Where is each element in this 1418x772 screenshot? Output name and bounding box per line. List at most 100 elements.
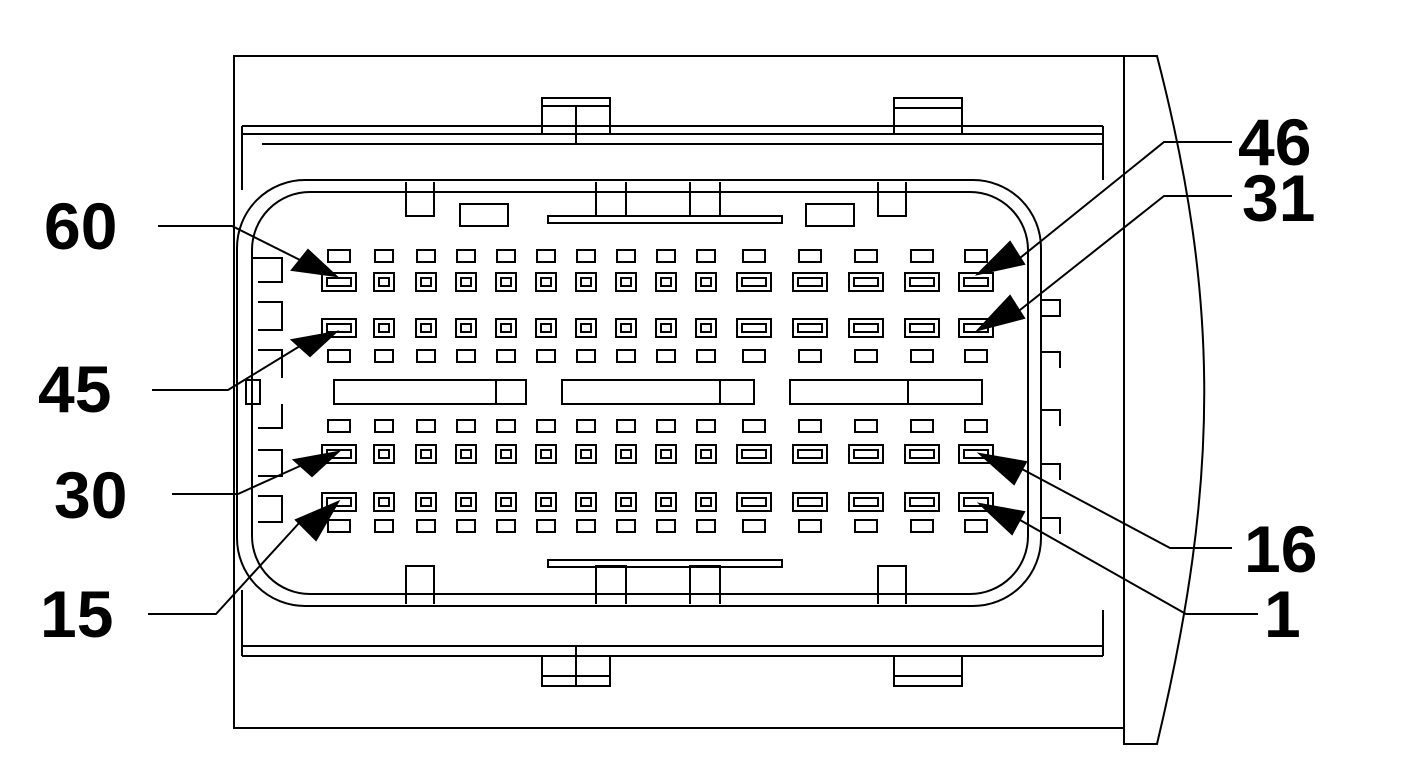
pin-latch-window-20: [742, 419, 766, 433]
pin-cavity-inner-46: [963, 277, 989, 287]
pin-cavity-inner-35: [741, 323, 767, 333]
connector-housing: [233, 55, 1206, 745]
arrowhead-1: [976, 502, 1026, 536]
pin-cavity-inner-32: [909, 323, 935, 333]
pin-latch-window-53: [616, 249, 636, 263]
pin-latch-window-36: [696, 349, 716, 363]
pin-cavity-17: [904, 444, 940, 464]
pin-cavity-36: [695, 318, 717, 338]
pin-latch-window-6: [696, 519, 716, 533]
pin-latch-window-55: [536, 249, 556, 263]
pin-cavity-51: [695, 272, 717, 292]
pin-cavity-19: [792, 444, 828, 464]
pin-cavity-inner-43: [420, 323, 432, 333]
pin-cavity-52: [655, 272, 677, 292]
pin-cavity-inner-40: [540, 323, 552, 333]
pin-latch-window-4: [798, 519, 822, 533]
arrowhead-30: [291, 450, 342, 478]
top-rib-left: [459, 203, 509, 227]
pin-latch-window-48: [854, 249, 878, 263]
pin-cavity-54: [575, 272, 597, 292]
pin-latch-window-39: [576, 349, 596, 363]
pin-cavity-inner-13: [420, 497, 432, 507]
top-latch-left: [541, 97, 611, 134]
pin-cavity-4: [792, 492, 828, 512]
pin-cavity-9: [575, 492, 597, 512]
pin-cavity-28: [415, 444, 437, 464]
pin-cavity-inner-44: [378, 323, 390, 333]
pin-latch-window-2: [910, 519, 934, 533]
pin-cavity-inner-59: [378, 277, 390, 287]
pin-cavity-inner-9: [580, 497, 592, 507]
leader-line-30: [172, 465, 301, 495]
pin-cavity-inner-17: [909, 449, 935, 459]
pin-latch-window-16: [964, 419, 988, 433]
pin-cavity-43: [415, 318, 437, 338]
pin-cavity-inner-18: [853, 449, 879, 459]
pin-cavity-inner-11: [500, 497, 512, 507]
pin-cavity-27: [455, 444, 477, 464]
pin-cavity-inner-5: [741, 497, 767, 507]
pin-cavity-inner-15: [326, 497, 352, 507]
leader-line-15: [148, 521, 301, 615]
arrowhead-15: [294, 499, 341, 542]
pin-latch-window-44: [374, 349, 394, 363]
pin-cavity-inner-28: [420, 449, 432, 459]
pin-cavity-inner-53: [620, 277, 632, 287]
pin-cavity-inner-41: [500, 323, 512, 333]
pin-cavity-22: [655, 444, 677, 464]
pin-latch-window-33: [854, 349, 878, 363]
pin-latch-window-54: [576, 249, 596, 263]
pin-cavity-inner-27: [460, 449, 472, 459]
top-post-3: [689, 182, 721, 217]
pin-cavity-1: [958, 492, 994, 512]
label-pin-45: 45: [38, 352, 111, 426]
pin-latch-window-15: [327, 519, 351, 533]
face-left-key-block: [245, 379, 261, 405]
bottom-center-rib: [547, 559, 783, 568]
pin-latch-window-12: [456, 519, 476, 533]
pin-cavity-inner-21: [700, 449, 712, 459]
pin-cavity-inner-51: [700, 277, 712, 287]
pin-latch-window-42: [456, 349, 476, 363]
pin-cavity-inner-52: [660, 277, 672, 287]
pin-cavity-25: [535, 444, 557, 464]
pin-cavity-inner-14: [378, 497, 390, 507]
pin-latch-window-27: [456, 419, 476, 433]
pin-cavity-39: [575, 318, 597, 338]
pin-latch-window-18: [854, 419, 878, 433]
label-pin-46: 46: [1238, 105, 1311, 179]
label-pin-30: 30: [54, 458, 127, 532]
pin-latch-window-50: [742, 249, 766, 263]
pin-cavity-inner-24: [580, 449, 592, 459]
pin-cavity-inner-36: [700, 323, 712, 333]
pin-cavity-26: [495, 444, 517, 464]
pin-latch-window-29: [374, 419, 394, 433]
pin-cavity-inner-45: [326, 323, 352, 333]
pin-cavity-inner-50: [741, 277, 767, 287]
face-inner-outline: [251, 191, 1029, 595]
face-right-keys: [1041, 299, 1061, 534]
leader-lines: [148, 141, 1258, 615]
pin-cavity-5: [736, 492, 772, 512]
pin-latch-window-1: [964, 519, 988, 533]
pin-cavity-40: [535, 318, 557, 338]
pin-cavity-inner-60: [326, 277, 352, 287]
pin-cavity-32: [904, 318, 940, 338]
pin-cavity-49: [792, 272, 828, 292]
pin-latch-window-14: [374, 519, 394, 533]
pin-labels: 60 45 30 15 46 31 16 1: [38, 105, 1317, 651]
pin-cavity-55: [535, 272, 557, 292]
pin-cavity-20: [736, 444, 772, 464]
center-bar-left: [333, 379, 527, 405]
pin-cavity-21: [695, 444, 717, 464]
pin-latch-window-11: [496, 519, 516, 533]
pin-cavity-inner-47: [909, 277, 935, 287]
pin-cavity-inner-1: [963, 497, 989, 507]
pin-cavity-33: [848, 318, 884, 338]
pin-cavity-inner-8: [620, 497, 632, 507]
pin-cavity-inner-39: [580, 323, 592, 333]
pin-cavity-inner-37: [660, 323, 672, 333]
bottom-post-4: [877, 565, 907, 604]
